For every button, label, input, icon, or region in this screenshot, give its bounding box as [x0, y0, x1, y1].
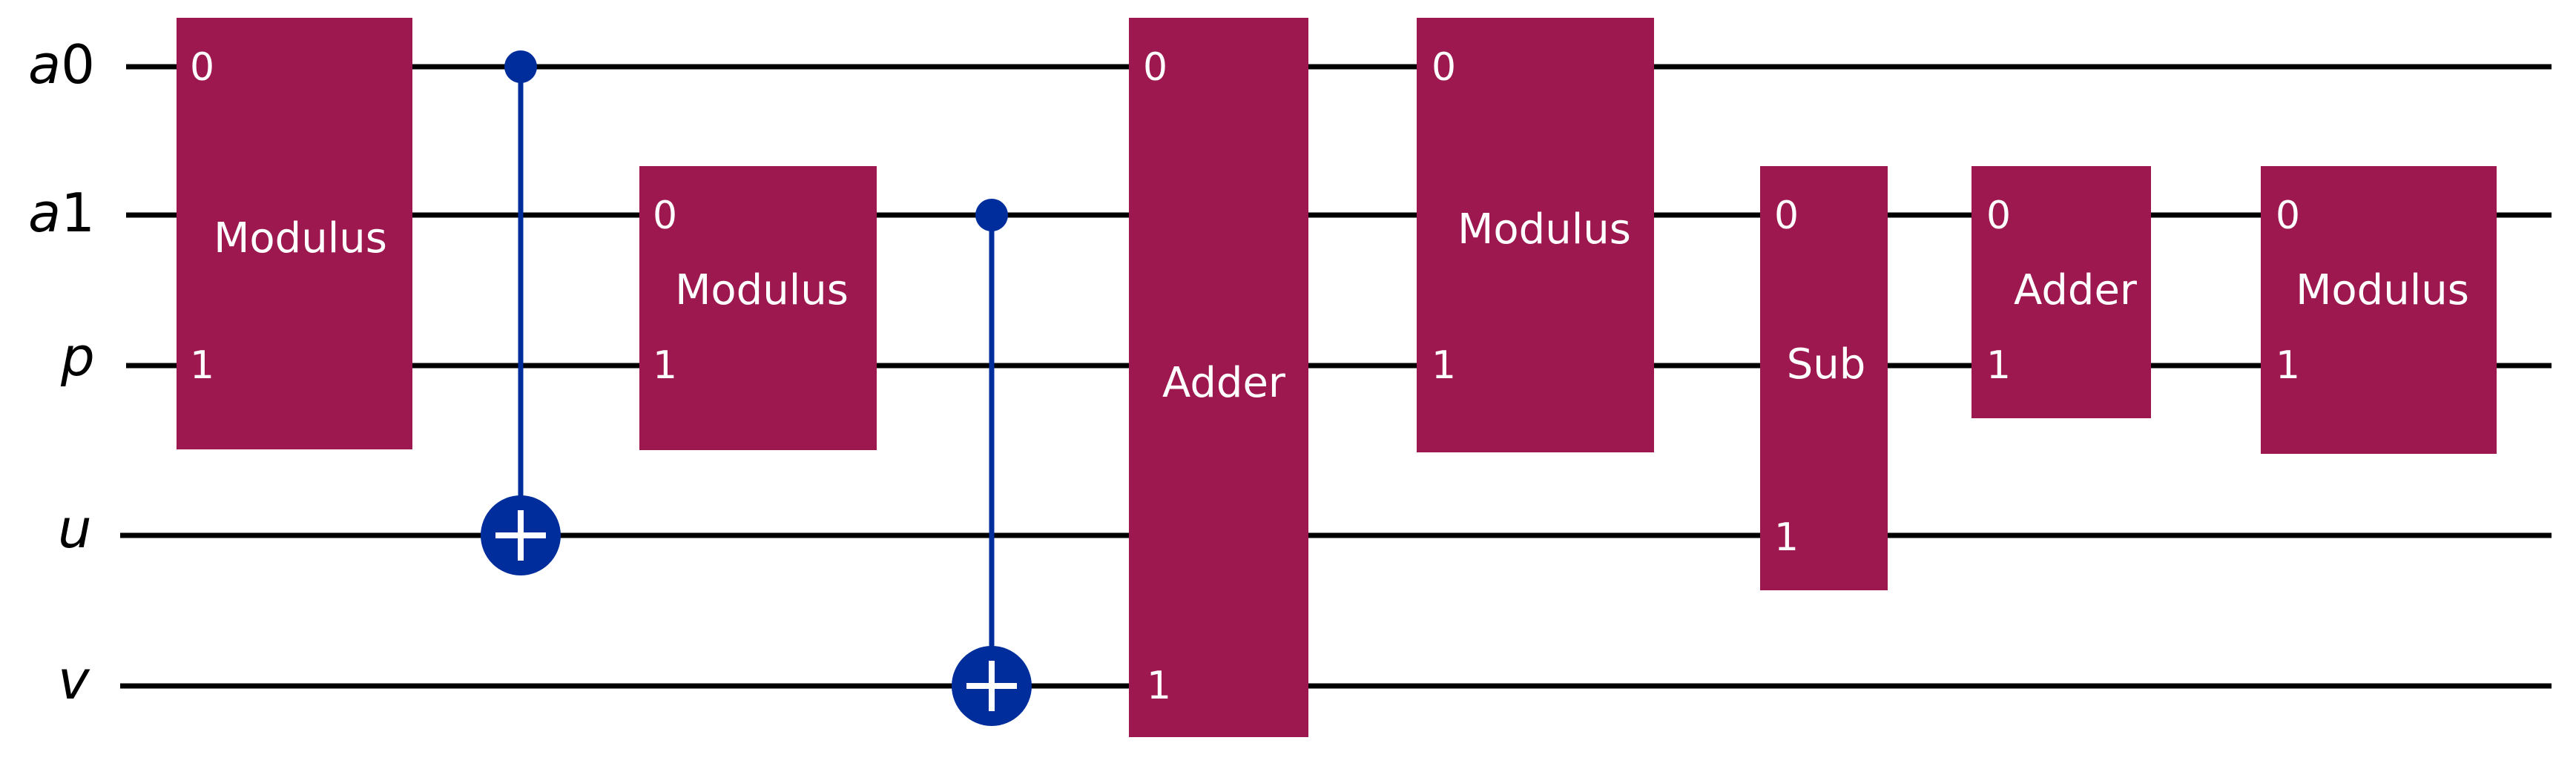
gate-adder-1-port-1: 1: [1147, 664, 1171, 708]
gate-modulus-1-port-1: 1: [190, 343, 214, 388]
gate-adder-1[interactable]: 0 Adder 1: [1129, 18, 1308, 737]
gate-sub-1[interactable]: 0 Sub 1: [1760, 166, 1888, 590]
wire-label-p-prefix: p: [60, 326, 95, 388]
gate-sub-1-port-0: 0: [1774, 194, 1799, 238]
wire-label-a0-suffix: 0: [61, 33, 95, 96]
cnot-1-control-dot: [504, 50, 537, 83]
gate-modulus-4-port-1: 1: [2276, 343, 2300, 388]
wire-label-a0-prefix: a: [28, 33, 61, 96]
wire-label-p: p: [60, 326, 95, 388]
gate-adder-1-label: Adder: [1162, 359, 1286, 407]
gate-modulus-1-box: [177, 18, 412, 449]
gate-modulus-2[interactable]: 0 Modulus 1: [639, 166, 877, 450]
gate-modulus-1-label: Modulus: [214, 214, 387, 263]
wire-label-v-prefix: v: [58, 649, 90, 711]
gate-modulus-4-label: Modulus: [2296, 266, 2469, 314]
gate-modulus-4-port-0: 0: [2276, 194, 2300, 238]
gate-adder-1-port-0: 0: [1143, 45, 1167, 90]
gate-modulus-3[interactable]: 0 Modulus 1: [1417, 18, 1654, 452]
gate-sub-1-box: [1760, 166, 1888, 590]
wire-label-a1: a1: [28, 182, 95, 244]
gate-modulus-2-label: Modulus: [675, 266, 849, 314]
gate-modulus-1-port-0: 0: [190, 45, 214, 90]
wire-label-a0: a0: [28, 33, 95, 96]
cnot-gate-2[interactable]: [952, 199, 1032, 726]
gate-adder-1-box: [1129, 18, 1308, 737]
gate-adder-2-box: [1971, 166, 2151, 418]
gate-modulus-2-box: [639, 166, 877, 450]
gate-adder-2-port-1: 1: [1986, 343, 2011, 388]
gate-modulus-3-box: [1417, 18, 1654, 452]
wires: [120, 64, 2552, 689]
gate-adder-2-port-0: 0: [1986, 194, 2011, 238]
gate-modulus-2-port-0: 0: [653, 194, 677, 238]
gate-modulus-1[interactable]: 0 Modulus 1: [177, 18, 412, 449]
gate-modulus-3-label: Modulus: [1457, 205, 1631, 254]
gate-adder-2-label: Adder: [2014, 266, 2138, 314]
cnot-gate-1[interactable]: [481, 50, 561, 575]
gate-modulus-4-box: [2261, 166, 2497, 454]
wire-label-u: u: [58, 498, 92, 560]
wire-label-v: v: [58, 649, 90, 711]
wire-label-a1-suffix: 1: [61, 182, 95, 244]
wire-labels: a0 a1 p u v: [28, 33, 95, 711]
wire-label-a1-prefix: a: [28, 182, 61, 244]
gate-modulus-4[interactable]: 0 Modulus 1: [2261, 166, 2497, 454]
gate-sub-1-label: Sub: [1787, 340, 1866, 389]
wire-label-u-prefix: u: [58, 498, 92, 560]
gate-sub-1-port-1: 1: [1774, 515, 1799, 560]
gate-modulus-3-port-0: 0: [1432, 45, 1456, 90]
cnot-2-control-dot: [975, 199, 1008, 231]
gate-modulus-3-port-1: 1: [1432, 343, 1456, 388]
gate-adder-2[interactable]: 0 Adder 1: [1971, 166, 2151, 418]
gate-modulus-2-port-1: 1: [653, 343, 677, 388]
